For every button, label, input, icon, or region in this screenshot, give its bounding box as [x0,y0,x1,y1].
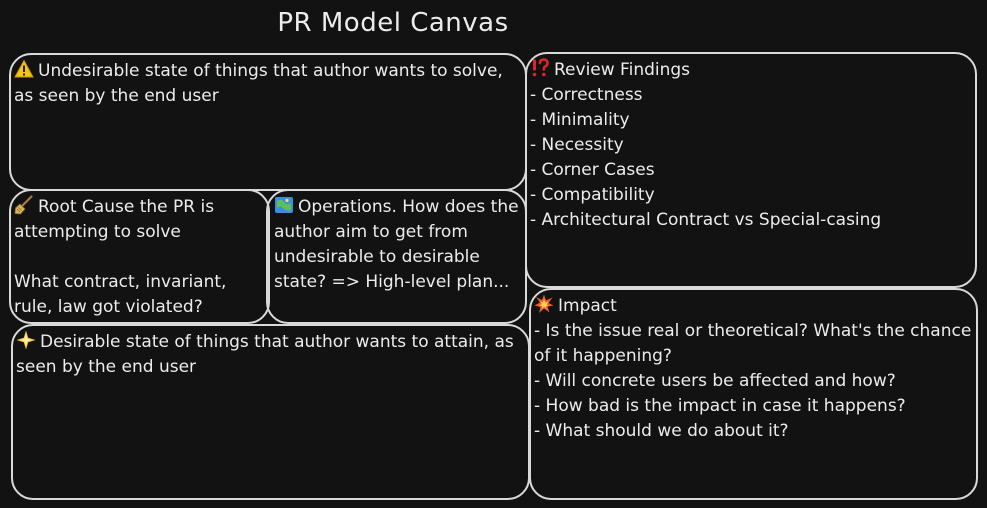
impact-item: - What should we do about it? [534,421,789,441]
impact-card: Impact - Is the issue real or theoretica… [529,288,978,500]
problem-card: Undesirable state of things that author … [9,53,527,191]
root-cause-card: Root Cause the PR is attempting to solve… [9,189,270,324]
desired-heading: Desirable state of things that author wa… [16,330,525,380]
desired-state-card: Desirable state of things that author wa… [11,324,530,500]
root-cause-heading-text: Root Cause the PR is attempting to solve [14,197,220,242]
broom-icon [14,195,33,215]
operations-heading: Operations. How does the author aim to g… [274,195,522,295]
problem-heading: Undesirable state of things that author … [14,59,522,109]
impact-heading: Impact [534,294,973,319]
impact-heading-text: Impact [558,296,617,316]
review-item: - Architectural Contract vs Special-casi… [530,210,882,230]
impact-item: - How bad is the impact in case it happe… [534,396,906,416]
review-item: - Minimality [530,110,630,130]
collision-icon [534,294,554,313]
operations-card: Operations. How does the author aim to g… [266,189,527,324]
root-cause-body: What contract, invariant, rule, law got … [14,272,232,317]
review-item: - Correctness [530,85,643,105]
review-item: - Corner Cases [530,160,655,180]
impact-item: - Will concrete users be affected and ho… [534,371,896,391]
impact-item: - Is the issue real or theoretical? What… [534,321,977,366]
review-item: - Necessity [530,135,624,155]
review-heading-text: Review Findings [554,60,691,80]
exclamation-question-icon [532,58,549,77]
review-findings-card: Review Findings - Correctness - Minimali… [525,52,977,288]
map-icon [275,197,293,213]
desired-heading-text: Desirable state of things that author wa… [16,332,520,377]
sparkle-star-icon [16,330,36,350]
problem-heading-text: Undesirable state of things that author … [14,61,509,106]
warning-icon [14,59,34,78]
review-heading: Review Findings [530,58,972,83]
review-item: - Compatibility [530,185,655,205]
operations-heading-text: Operations. How does the author aim to g… [274,197,524,292]
root-cause-heading: Root Cause the PR is attempting to solve [14,195,265,245]
canvas-title: PR Model Canvas [277,8,509,38]
